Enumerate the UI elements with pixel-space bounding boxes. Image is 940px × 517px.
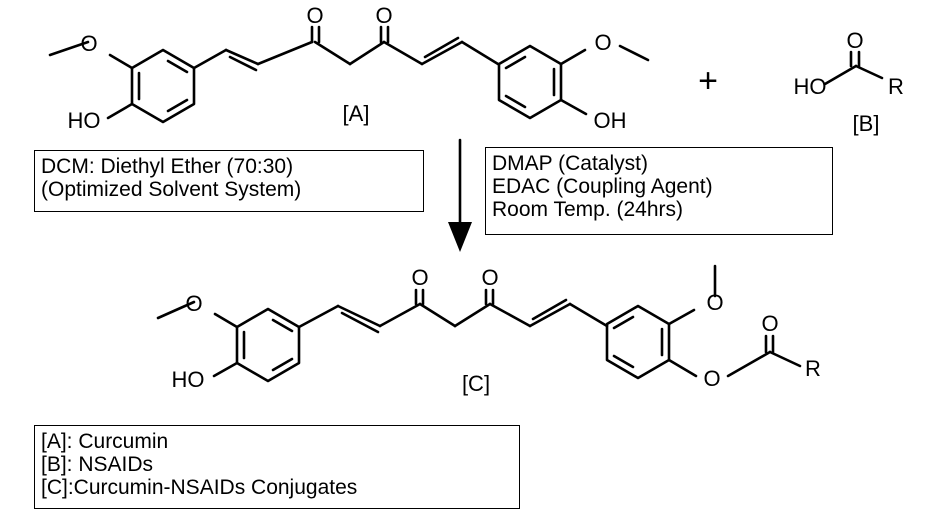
atom-c-hydroxyl: HO — [172, 367, 205, 392]
solvent-line-2: (Optimized Solvent System) — [41, 178, 302, 201]
atom-c-ester-o: O — [703, 366, 720, 391]
plus-sign: + — [698, 62, 718, 100]
solvent-line-1: DCM: Diethyl Ether (70:30) — [41, 155, 294, 178]
legend-box: [A]: Curcumin [B]: NSAIDs [C]:Curcumin-N… — [34, 425, 520, 509]
label-molecule-c: [C] — [462, 371, 490, 396]
molecule-b-structure — [823, 50, 884, 86]
atom-b-carbonyl-o: O — [846, 28, 863, 53]
reaction-arrow — [448, 138, 472, 252]
atom-c-methoxy-o-right: O — [706, 290, 723, 315]
label-molecule-a: [A] — [343, 101, 370, 126]
solvent-box: DCM: Diethyl Ether (70:30) (Optimized So… — [34, 150, 424, 212]
label-molecule-b: [B] — [853, 111, 880, 136]
atom-c-methoxy-o-left: O — [185, 291, 202, 316]
atom-c-ketone-o-1: O — [411, 265, 428, 290]
atom-a-hydroxyl-left: HO — [68, 108, 101, 133]
legend-line-a: [A]: Curcumin — [41, 430, 169, 453]
atom-a-hydroxyl-right: OH — [594, 108, 627, 133]
atom-c-ketone-o-2: O — [481, 265, 498, 290]
atom-a-ketone-o-2: O — [375, 3, 392, 28]
atom-a-ketone-o-1: O — [306, 3, 323, 28]
atom-c-r-group: R — [805, 356, 821, 381]
atom-b-r-group: R — [888, 74, 904, 99]
atom-c-carbonyl-o: O — [761, 311, 778, 336]
atom-b-hydroxyl: HO — [794, 74, 827, 99]
conditions-line-2: EDAC (Coupling Agent) — [492, 175, 713, 198]
molecule-a-structure — [48, 25, 650, 124]
legend-line-c: [C]:Curcumin-NSAIDs Conjugates — [41, 476, 358, 499]
conditions-line-1: DMAP (Catalyst) — [492, 152, 648, 175]
atom-a-methoxy-o-right: O — [594, 30, 611, 55]
conditions-line-3: Room Temp. (24hrs) — [492, 198, 684, 221]
atom-a-methoxy-o-left: O — [80, 31, 97, 56]
conditions-box: DMAP (Catalyst) EDAC (Coupling Agent) Ro… — [485, 147, 833, 235]
legend-line-b: [B]: NSAIDs — [41, 453, 154, 476]
molecule-c-structure — [156, 264, 802, 383]
